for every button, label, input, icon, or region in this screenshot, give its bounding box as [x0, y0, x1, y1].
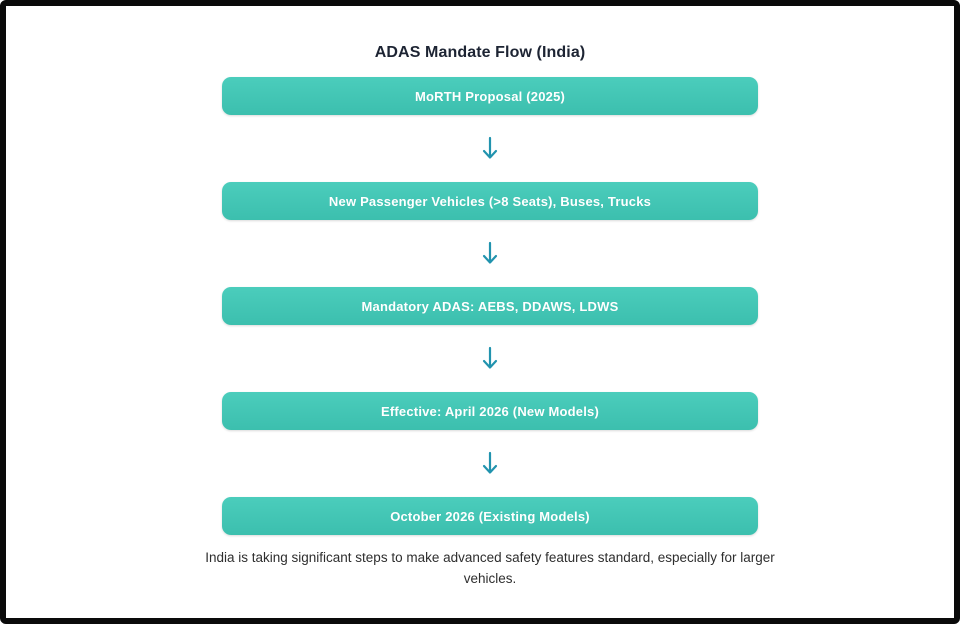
flow-step-label: Effective: April 2026 (New Models)	[381, 403, 599, 419]
flow-step-label: New Passenger Vehicles (>8 Seats), Buses…	[328, 193, 652, 209]
flow-connector	[222, 115, 758, 182]
flow-step-effective-new-models: Effective: April 2026 (New Models)	[222, 392, 758, 430]
diagram-title: ADAS Mandate Flow (India)	[374, 44, 586, 61]
flow-step-label: Mandatory ADAS: AEBS, DDAWS, LDWS	[361, 298, 619, 314]
flow-step-existing-models: October 2026 (Existing Models)	[222, 497, 758, 535]
flow-step-label: MoRTH Proposal (2025)	[414, 88, 566, 104]
flow-connector	[222, 325, 758, 392]
flow-step-label: October 2026 (Existing Models)	[390, 508, 590, 524]
diagram-caption: India is taking significant steps to mak…	[205, 550, 775, 586]
down-arrow-icon	[482, 241, 498, 264]
flow-connector	[222, 430, 758, 497]
flow-connector	[222, 220, 758, 287]
flow-step-new-vehicles: New Passenger Vehicles (>8 Seats), Buses…	[222, 182, 758, 220]
down-arrow-icon	[482, 346, 498, 369]
flow-container: MoRTH Proposal (2025) New Passenger Vehi…	[222, 77, 758, 535]
down-arrow-icon	[482, 451, 498, 474]
flow-step-mandatory-adas: Mandatory ADAS: AEBS, DDAWS, LDWS	[222, 287, 758, 325]
flow-step-morth-proposal: MoRTH Proposal (2025)	[222, 77, 758, 115]
down-arrow-icon	[482, 136, 498, 159]
